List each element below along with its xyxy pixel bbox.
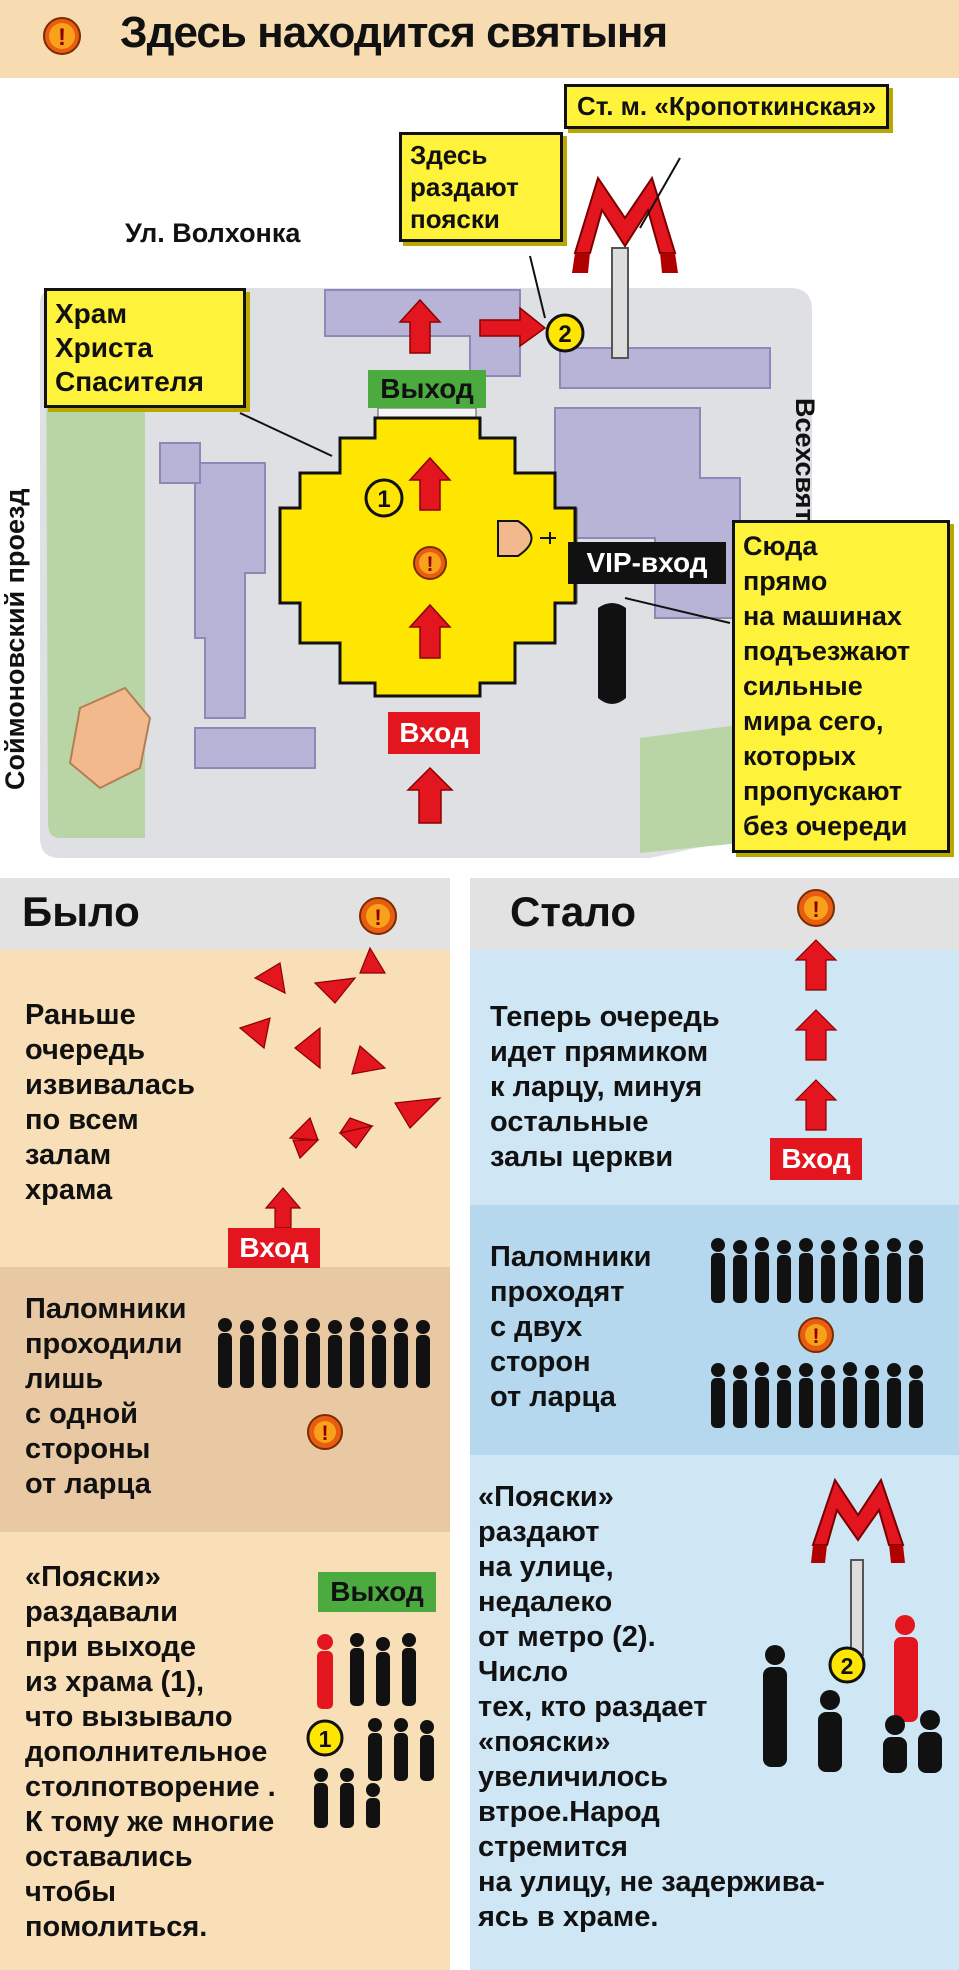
svg-text:!: ! — [427, 553, 434, 576]
street-soymonovsky: Соймоновский проезд — [0, 488, 30, 790]
exclamation-icon: ! — [797, 889, 835, 927]
metro-m-icon — [572, 175, 678, 273]
crowd-icon: 1 — [306, 1633, 434, 1828]
vip-callout: Сюда прямо на машинах подъезжают сильные… — [732, 520, 950, 853]
arrow-icon — [294, 1026, 321, 1070]
arrow-icon — [338, 1117, 375, 1149]
before-title: Было — [22, 888, 140, 935]
exit-label: Выход — [368, 370, 486, 408]
arrow-icon — [408, 603, 452, 659]
before-entrance-label: Вход — [228, 1228, 320, 1268]
after-title-bar — [470, 878, 959, 950]
arrow-icon — [351, 1044, 387, 1075]
after-title: Стало — [510, 888, 637, 935]
svg-text:1: 1 — [319, 1726, 332, 1752]
page-title: Здесь находится святыня — [120, 8, 668, 57]
reliquary-icon — [497, 520, 533, 557]
marker-1: 1 — [306, 1719, 344, 1757]
before-graphics: ! — [238, 897, 442, 1229]
belts-callout: Здесь раздают пояски — [399, 132, 563, 242]
exclamation-icon: ! — [307, 1414, 343, 1450]
metro-m-icon — [811, 1477, 905, 1563]
svg-text:!: ! — [812, 897, 819, 922]
header-bar — [0, 0, 959, 78]
crowd-icon — [218, 1317, 430, 1388]
marker-2: 2 — [545, 313, 585, 353]
metro-pole — [611, 247, 629, 359]
metro-callout: Ст. м. «Кропоткинская» — [564, 84, 890, 129]
arrow-icon — [264, 1187, 302, 1229]
svg-text:!: ! — [322, 1422, 329, 1445]
before-section-2-bg — [0, 1267, 450, 1532]
arrow-icon — [394, 1097, 442, 1129]
exclamation-icon: ! — [413, 546, 447, 580]
pavilion — [68, 686, 152, 790]
temple-callout: Храм Христа Спасителя — [44, 288, 246, 408]
building-west — [194, 462, 266, 719]
exclamation-icon: ! — [359, 897, 397, 935]
after-arrows: ! — [794, 889, 838, 1131]
building-southwest — [194, 727, 316, 769]
svg-text:!: ! — [374, 905, 381, 930]
building-northeast — [559, 347, 771, 389]
before-exit-label: Выход — [318, 1572, 436, 1612]
arrow-icon — [238, 1017, 271, 1050]
svg-text:!: ! — [58, 24, 66, 51]
svg-text:2: 2 — [841, 1653, 854, 1679]
arrow-icon — [406, 766, 454, 824]
svg-text:2: 2 — [558, 321, 571, 348]
exclamation-icon: ! — [43, 17, 81, 55]
arrow-icon — [794, 939, 838, 991]
svg-text:1: 1 — [377, 486, 390, 513]
arrow-icon — [359, 946, 387, 974]
arrow-icon — [408, 456, 452, 511]
arrow-icon — [288, 1116, 320, 1160]
after-entrance-label: Вход — [770, 1138, 862, 1180]
arrow-icon — [794, 1079, 838, 1131]
arrow-icon — [313, 977, 357, 1004]
crowd-icon — [763, 1645, 942, 1773]
entrance-label: Вход — [388, 712, 480, 754]
arrow-icon — [253, 962, 286, 995]
vip-entrance-label: VIP-вход — [568, 542, 726, 584]
marker-2: 2 — [828, 1646, 866, 1684]
exclamation-icon: ! — [798, 1317, 834, 1353]
arrow-icon — [479, 306, 547, 348]
after-metro-scene: 2 — [763, 1477, 942, 1773]
marker-1: 1 — [364, 478, 404, 518]
svg-text:!: ! — [813, 1325, 820, 1348]
street-volkhonka: Ул. Волхонка — [125, 218, 301, 248]
arrow-icon — [794, 1009, 838, 1061]
person-icon — [894, 1615, 918, 1722]
building-small-west — [159, 442, 201, 484]
car-icon — [598, 603, 626, 704]
arrow-icon — [398, 298, 442, 354]
crowd-icon: ! — [711, 1237, 923, 1428]
